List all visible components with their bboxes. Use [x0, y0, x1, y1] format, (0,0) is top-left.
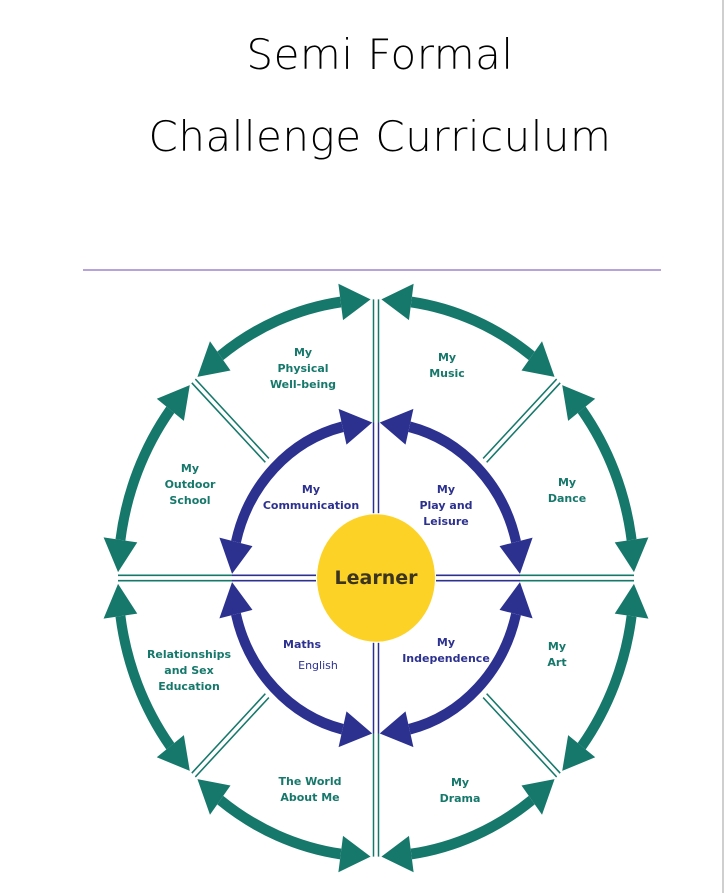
label-line: Play and [419, 499, 473, 512]
inner-arrow-head [219, 582, 253, 619]
inner-arrow-head [338, 408, 373, 445]
diagonal-spoke [482, 696, 558, 778]
inner-arrow-head [219, 537, 253, 574]
title-line-2: Challenge Curriculum [148, 112, 612, 161]
label-line: My [547, 640, 567, 653]
diagonal-spoke [486, 382, 561, 463]
outer-arrow [217, 296, 342, 361]
learner-label: Learner [334, 567, 418, 589]
label-line: Art [547, 656, 567, 669]
inner-arrow-head [499, 582, 533, 619]
outer-arrow [115, 406, 175, 541]
outer-arrow [577, 406, 637, 541]
inner-arrow-head [499, 537, 533, 574]
label-line: My [557, 476, 577, 489]
outer-arrow-head [614, 583, 649, 619]
label-line: Drama [439, 792, 481, 805]
label-line: My [436, 636, 456, 649]
outer-arrow-head [521, 779, 555, 815]
outer-arrow-head [562, 385, 596, 421]
outer-arrow-head [381, 283, 414, 321]
inner-arrow-head [338, 711, 373, 748]
outer-arrow-head [197, 779, 231, 815]
inner-arrow [408, 421, 521, 544]
label-line: Independence [402, 652, 490, 665]
title-line-1: Semi Formal [246, 30, 514, 79]
outer-arrow-head [338, 835, 371, 873]
diagonal-spoke [194, 378, 270, 460]
outer-arrow-head [521, 341, 555, 377]
inner-arrow-head [379, 408, 414, 445]
label-line: My [293, 346, 313, 359]
label-english: English [298, 659, 338, 672]
label-line: My [301, 483, 321, 496]
inner-arrow-head [379, 711, 414, 748]
outer-arrow-head [562, 735, 596, 771]
outer-arrow [217, 795, 342, 860]
label-line: Relationships [146, 648, 232, 661]
outer-arrow-head [156, 385, 190, 421]
label-line: Communication [262, 499, 360, 512]
learner-circle [317, 514, 435, 642]
diagonal-spoke [482, 378, 558, 460]
label-line: My [180, 462, 200, 475]
outer-arrow [410, 795, 535, 860]
diagonal-spoke [486, 693, 561, 774]
label-line: Music [429, 367, 465, 380]
inner-arrow [231, 421, 344, 544]
label-line: My [436, 483, 456, 496]
outer-arrow-head [103, 583, 138, 619]
outer-arrow-head [103, 537, 138, 573]
label-line: Outdoor [164, 478, 216, 491]
label-line: Physical [277, 362, 329, 375]
outer-arrow [410, 296, 535, 361]
divider [83, 269, 661, 271]
inner-arrow [231, 612, 344, 735]
label-line: My [437, 351, 457, 364]
diagonal-spoke [191, 693, 266, 774]
page-border [722, 0, 724, 893]
label-line: My [450, 776, 470, 789]
diagonal-spoke [191, 382, 266, 463]
label-line: The World [278, 775, 342, 788]
outer-arrow-head [197, 341, 231, 377]
outer-arrow [577, 615, 637, 750]
outer-arrow-head [381, 835, 414, 873]
label-line: School [169, 494, 211, 507]
outer-arrow-head [614, 537, 649, 573]
outer-arrow-head [338, 283, 371, 321]
label-line: Leisure [423, 515, 469, 528]
label-line: About Me [280, 791, 340, 804]
diagonal-spoke [194, 696, 270, 778]
outer-arrow-head [156, 735, 190, 771]
label-line: Well-being [269, 378, 337, 391]
label-line: Education [158, 680, 220, 693]
label-maths: Maths [282, 638, 322, 651]
label-line: Dance [547, 492, 587, 505]
outer-arrow [115, 615, 175, 750]
inner-arrow [408, 612, 521, 735]
label-line: and Sex [164, 664, 214, 677]
